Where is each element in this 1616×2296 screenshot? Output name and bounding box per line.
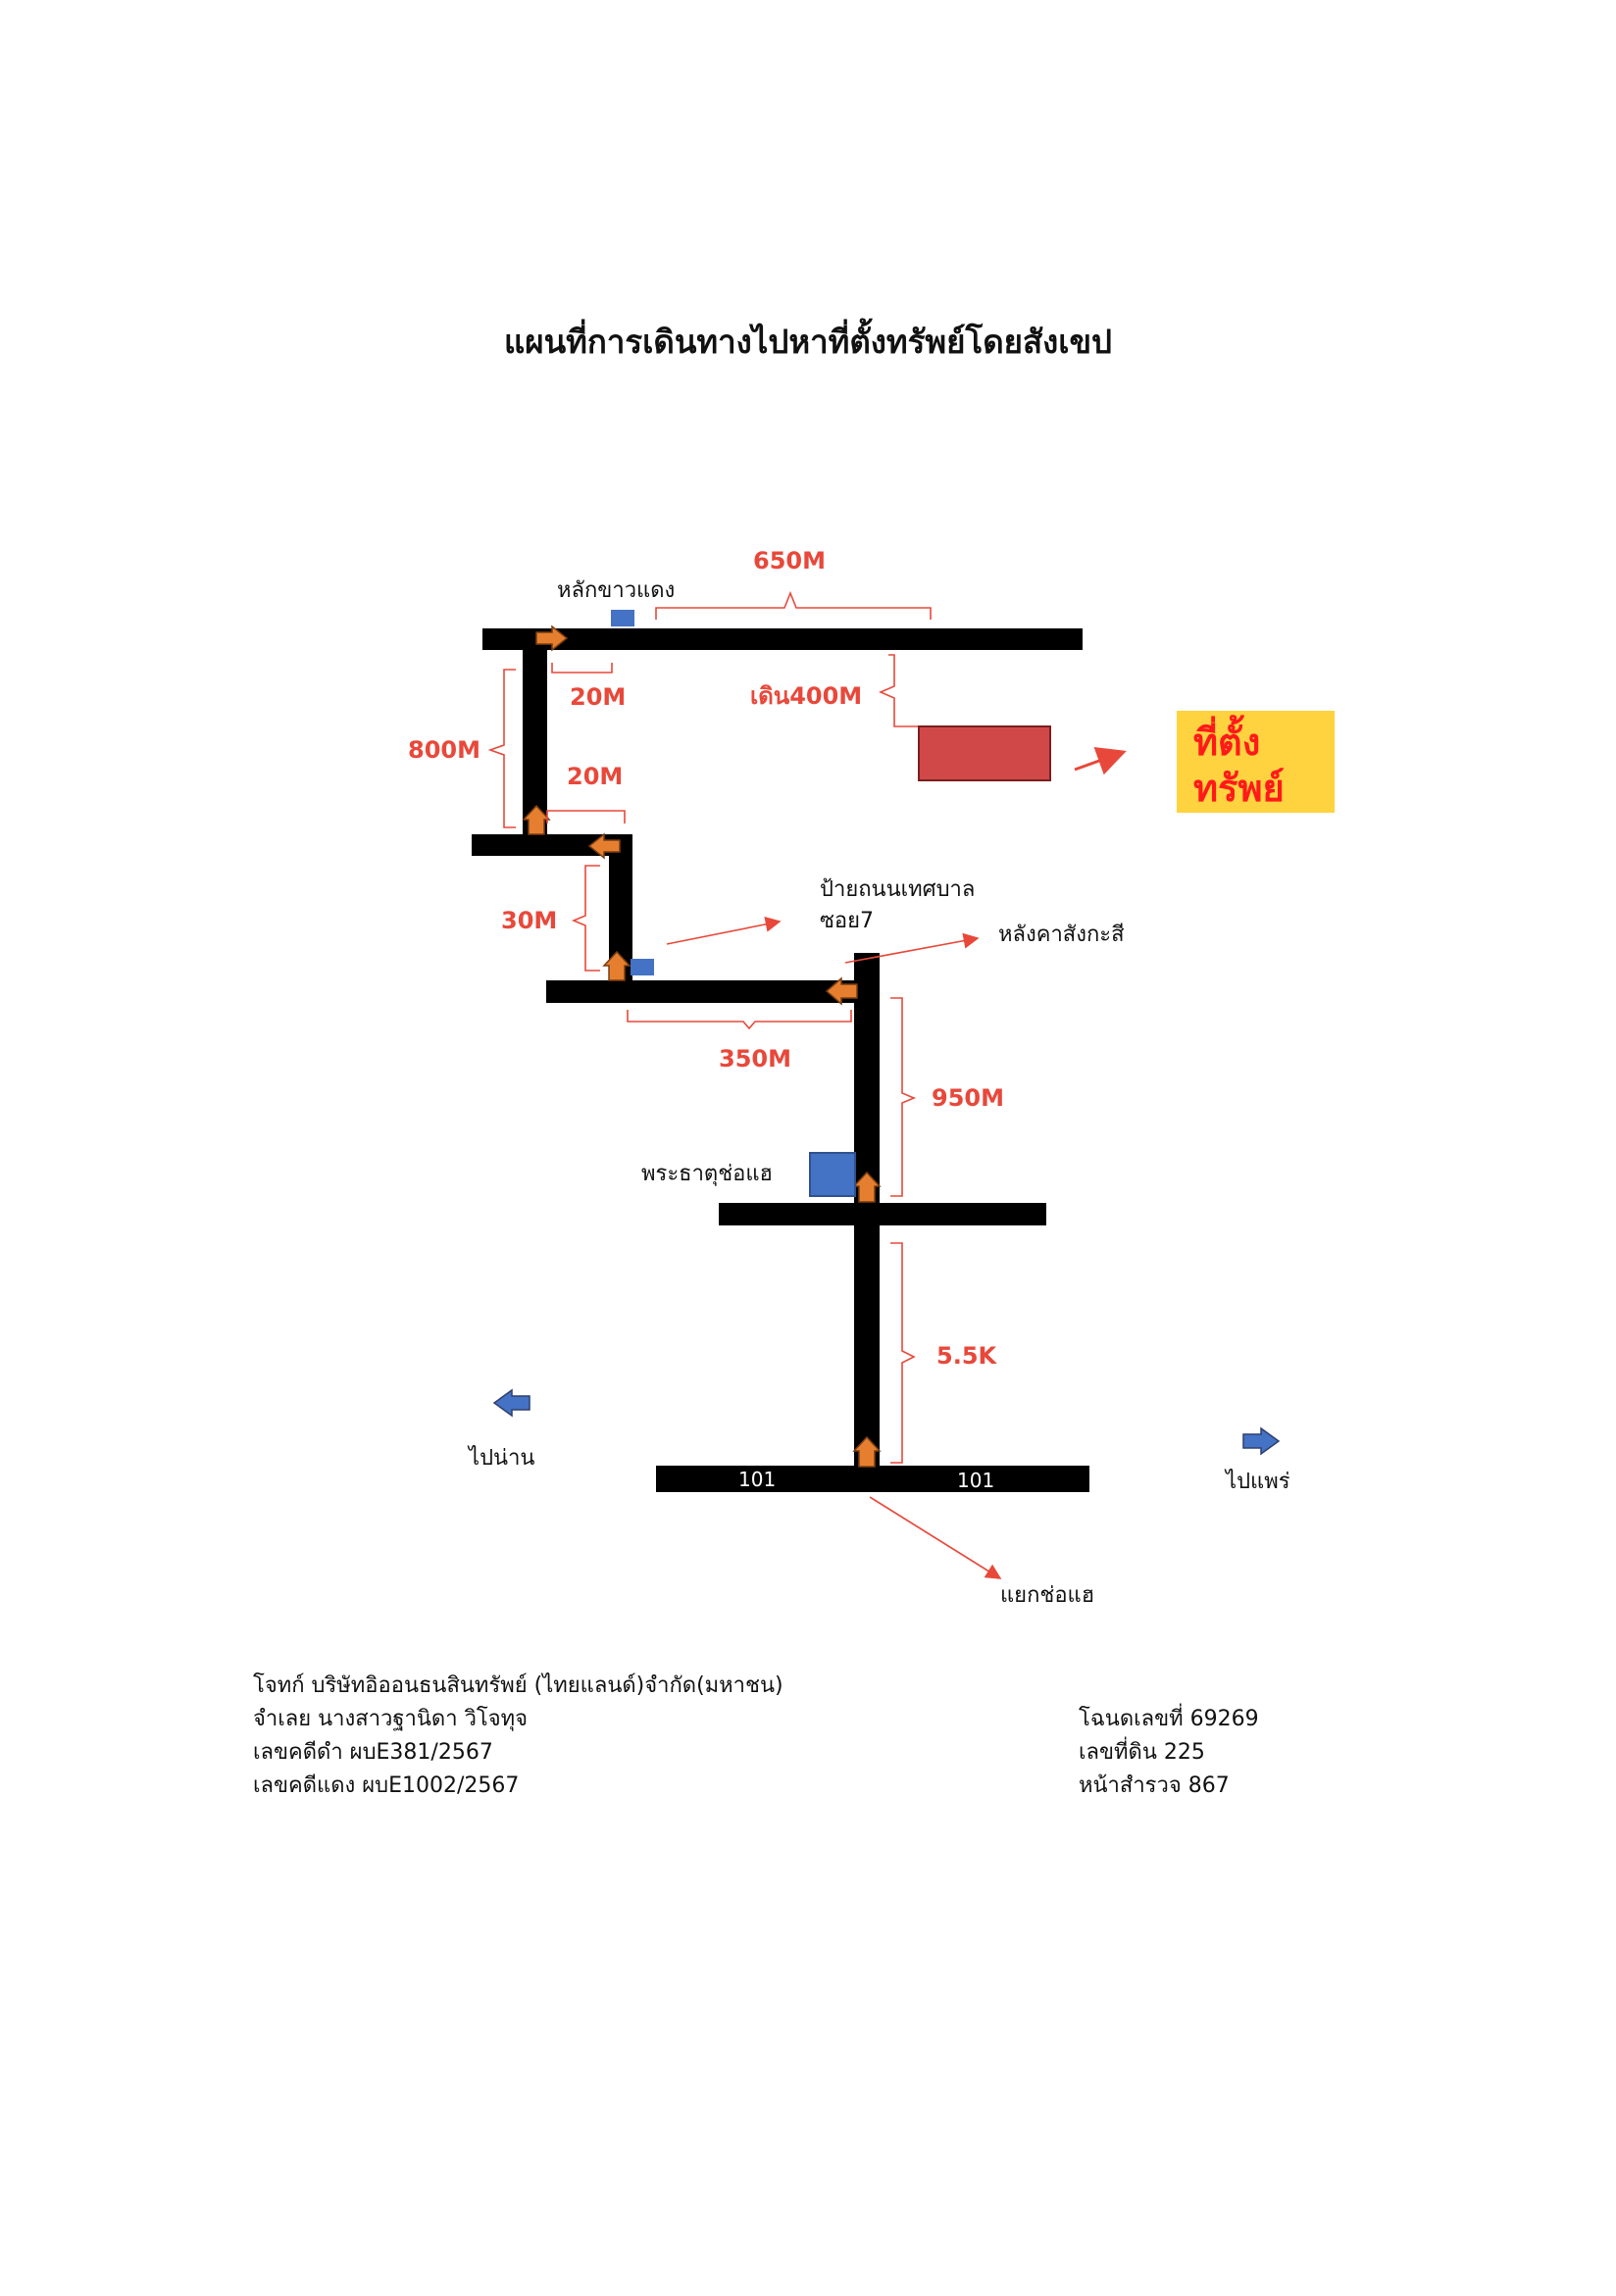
- survey-page: หน้าสำรวจ 867: [1079, 1773, 1230, 1798]
- distance-20-mid: 20M: [567, 763, 623, 790]
- road-soi7: [546, 980, 860, 1003]
- label-to-phrae: ไปแพร่: [1224, 1469, 1290, 1494]
- page-title: แผนที่การเดินทางไปหาที่ตั้งทรัพย์โดยสังเ…: [503, 323, 1113, 361]
- arrow-up-icon: [852, 1435, 882, 1468]
- red-case-number: เลขคดีแดง ผบE1002/2567: [253, 1773, 520, 1798]
- distance-650: 650M: [753, 547, 826, 574]
- road-101-label-right: 101: [957, 1469, 994, 1492]
- label-white-red-post: หลักขาวแดง: [557, 578, 675, 603]
- soi7-pointer: [666, 916, 782, 945]
- pointer-arrows: [666, 747, 1127, 1579]
- distance-5-5: 5.5K: [936, 1342, 998, 1370]
- soi7-sign-marker: [631, 959, 654, 975]
- arrow-right-icon: [535, 624, 569, 652]
- label-municipal-sign: ป้ายถนนเทศบาล: [820, 877, 975, 902]
- temple-marker: [809, 1152, 856, 1197]
- arrow-left-icon: [492, 1388, 530, 1418]
- white-red-post-marker: [611, 610, 634, 626]
- plaintiff: โจทก์ บริษัทอิออนธนสินทรัพย์ (ไทยแลนด์)จ…: [253, 1673, 783, 1698]
- label-zinc-roof: หลังคาสังกะสี: [998, 923, 1125, 947]
- distance-brackets: [487, 590, 932, 1464]
- land-info: โฉนดเลขที่ 69269 เลขที่ดิน 225 หน้าสำรวจ…: [1079, 1703, 1259, 1803]
- distance-400: เดิน400M: [750, 682, 862, 710]
- property-location-marker: [918, 725, 1051, 781]
- deed-number: โฉนดเลขที่ 69269: [1079, 1707, 1259, 1731]
- destination-line1: ที่ตั้ง: [1193, 715, 1260, 764]
- junction-pointer: [869, 1496, 1002, 1579]
- arrow-up-icon: [852, 1171, 882, 1203]
- bracket-20-mid: [546, 810, 626, 824]
- bracket-20-top: [551, 663, 613, 674]
- road-mid-left: [472, 834, 632, 856]
- black-case-number: เลขคดีดำ ผบE381/2567: [253, 1740, 493, 1765]
- defendant: จำเลย นางสาวฐานิดา วิโจทุจ: [253, 1707, 529, 1731]
- label-soi7: ซอย7: [820, 909, 874, 933]
- distance-800: 800M: [408, 736, 480, 764]
- arrow-up-icon: [602, 950, 631, 981]
- arrow-left-icon: [825, 976, 858, 1006]
- destination-box: [1177, 711, 1335, 813]
- property-pointer: [1074, 747, 1127, 775]
- bracket-350: [627, 1010, 852, 1030]
- label-junction: แยกช่อแฮ: [1000, 1583, 1094, 1608]
- label-to-nan: ไปน่าน: [467, 1445, 534, 1471]
- arrow-left-icon: [587, 832, 621, 860]
- bracket-30: [571, 865, 600, 972]
- bracket-800: [487, 669, 516, 828]
- arrow-right-icon: [1242, 1426, 1281, 1456]
- bracket-950: [890, 997, 917, 1197]
- arrow-up-icon: [522, 804, 551, 835]
- road-101: [656, 1466, 1089, 1492]
- distance-30: 30M: [501, 907, 557, 934]
- direction-arrows: [522, 624, 882, 1468]
- bracket-5-5: [890, 1242, 916, 1464]
- road-temple-cross: [719, 1203, 1046, 1225]
- distance-350: 350M: [719, 1045, 791, 1073]
- zinc-roof-pointer: [844, 932, 980, 964]
- case-info: โจทก์ บริษัทอิออนธนสินทรัพย์ (ไทยแลนด์)จ…: [253, 1670, 783, 1803]
- destination-line2: ทรัพย์: [1193, 767, 1285, 810]
- road-101-label-left: 101: [738, 1468, 776, 1491]
- label-temple: พระธาตุช่อแฮ: [641, 1162, 773, 1186]
- bracket-650: [655, 590, 932, 620]
- distance-950: 950M: [932, 1084, 1004, 1112]
- bracket-400-b: [878, 654, 927, 727]
- road-top: [482, 628, 1083, 650]
- distance-20-top: 20M: [570, 683, 626, 711]
- road-vertical-left: [523, 628, 547, 839]
- land-number: เลขที่ดิน 225: [1079, 1740, 1205, 1765]
